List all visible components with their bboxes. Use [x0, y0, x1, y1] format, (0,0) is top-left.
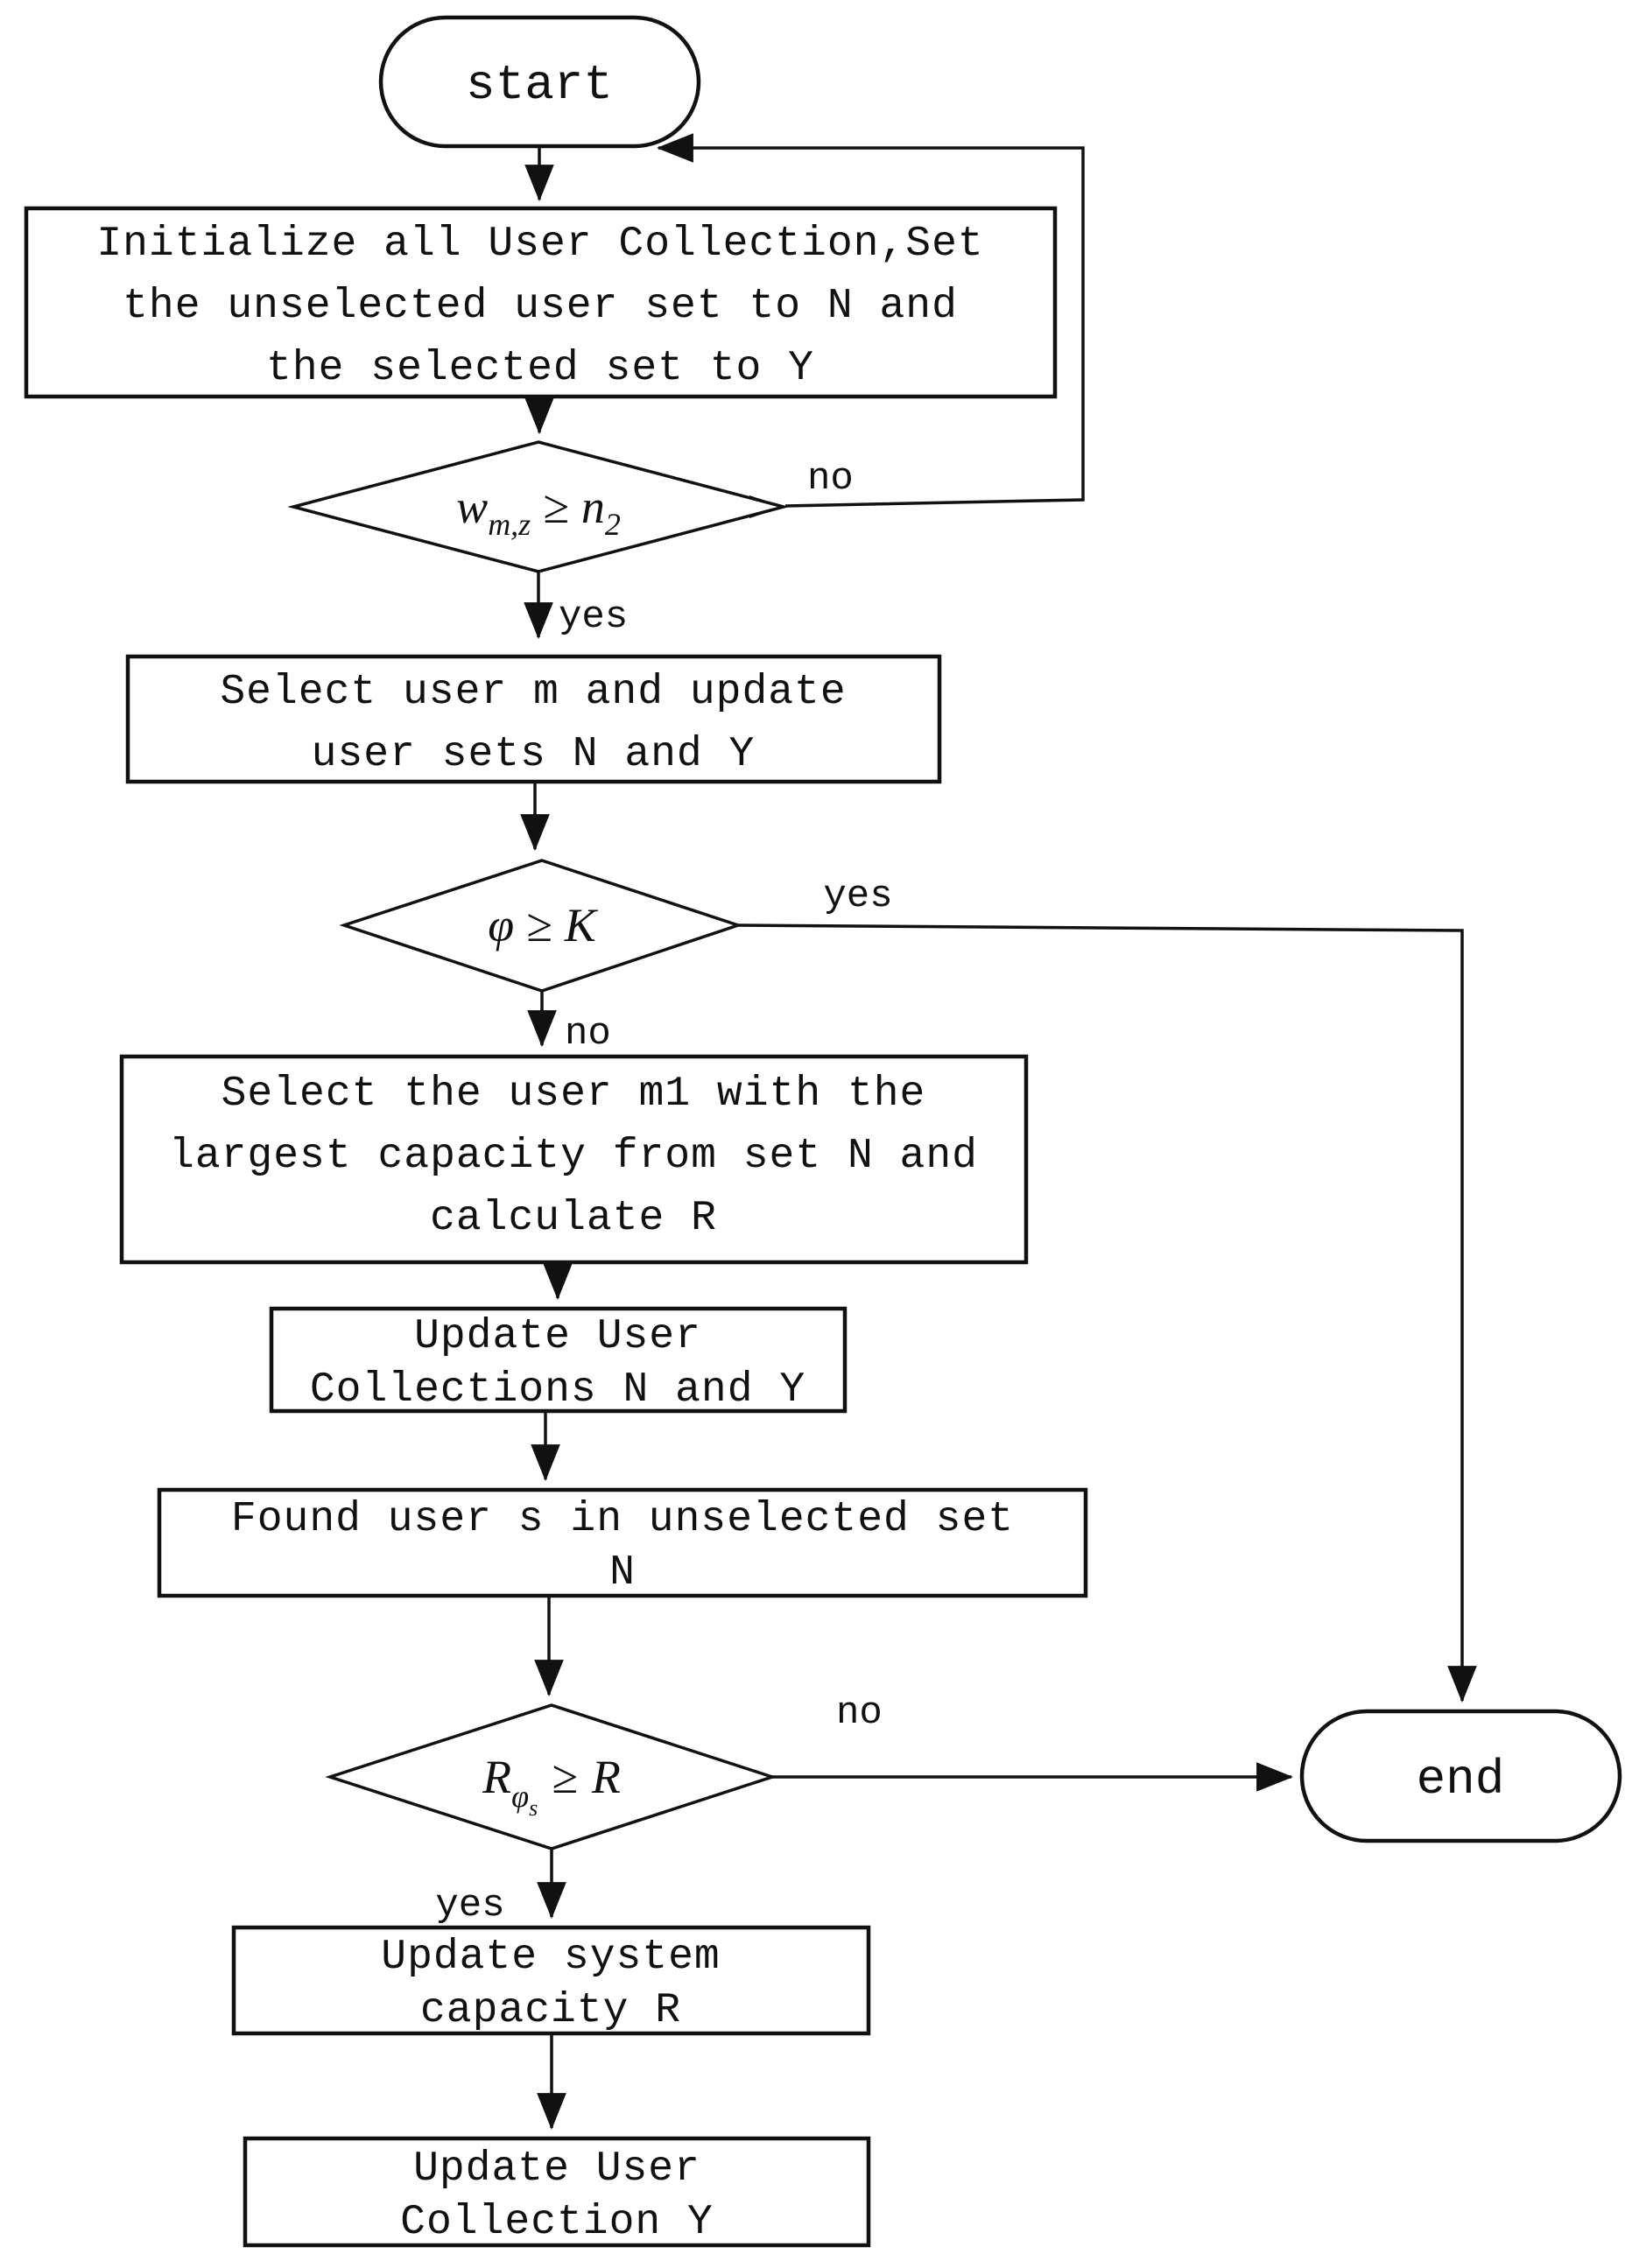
update-capacity-line1: Update system — [381, 1934, 720, 1981]
selectm1-line2: largest capacity from set N and — [169, 1133, 978, 1180]
cond2-yes-label: yes — [823, 874, 892, 918]
selectm1-line3: calculate R — [430, 1195, 717, 1242]
start-label: start — [466, 57, 613, 113]
node-update-capacity-process — [231, 1925, 871, 2036]
node-cond3-decision — [325, 1703, 777, 1850]
cond1-no-label: no — [807, 457, 854, 501]
cond3-no-label: no — [836, 1691, 883, 1735]
node-cond1-decision — [287, 440, 790, 573]
cond3-formula: Rφs≥R — [482, 1751, 621, 1821]
update-collections-line2: Collections N and Y — [310, 1366, 805, 1414]
cond1-yes-label: yes — [559, 595, 628, 639]
update-collection-y-line1: Update User — [413, 2145, 700, 2193]
node-end-terminal — [1299, 1709, 1622, 1843]
init-line1: Initialize all User Collection,Set — [96, 221, 983, 268]
found-user-line1: Found user s in unselected set — [231, 1496, 1014, 1543]
node-update-collection-y-process — [243, 2136, 871, 2248]
found-user-line2: N — [609, 1549, 636, 1597]
cond3-yes-label: yes — [435, 1884, 504, 1927]
node-start-terminal — [378, 15, 701, 149]
node-update-collections-process — [269, 1306, 848, 1414]
node-init-process — [24, 206, 1058, 399]
edge-cond1-no-loop — [656, 133, 1085, 508]
end-label: end — [1417, 1752, 1505, 1808]
cond1-formula: wm,z≥n2 — [456, 481, 621, 542]
update-collection-y-line2: Collection Y — [400, 2199, 714, 2246]
selectm-line2: user sets N and Y — [312, 731, 756, 778]
edge-cond2-yes-to-end — [737, 923, 1477, 1703]
cond2-no-label: no — [565, 1012, 611, 1056]
init-line3: the selected set to Y — [266, 345, 814, 392]
node-cond2-decision — [339, 859, 743, 993]
cond2-formula: φ≥K — [488, 899, 599, 951]
update-collections-line1: Update User — [414, 1313, 701, 1360]
node-found-user-process — [157, 1487, 1088, 1598]
selectm-line1: Select user m and update — [220, 669, 846, 716]
init-line2: the unselected user set to N and — [123, 283, 958, 330]
update-capacity-line2: capacity R — [420, 1987, 681, 2034]
selectm1-line1: Select the user m1 with the — [222, 1071, 926, 1118]
node-selectm-process — [125, 654, 942, 784]
node-selectm1-process — [119, 1054, 1029, 1265]
